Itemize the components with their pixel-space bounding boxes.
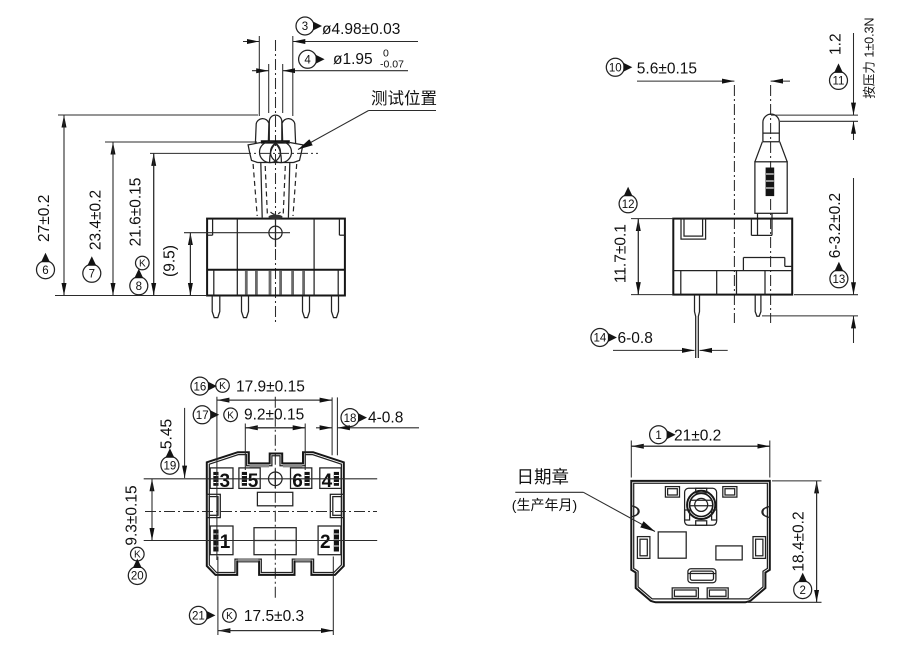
- svg-text:23.4±0.2: 23.4±0.2: [88, 190, 105, 250]
- svg-text:2: 2: [320, 532, 331, 553]
- svg-text:21.6±0.15: 21.6±0.15: [128, 178, 145, 247]
- svg-text:5.45: 5.45: [159, 419, 176, 449]
- svg-text:0: 0: [383, 48, 389, 60]
- svg-text:4-0.8: 4-0.8: [368, 410, 403, 427]
- svg-text:6: 6: [292, 471, 303, 492]
- svg-text:6-0.8: 6-0.8: [618, 330, 653, 347]
- svg-text:K: K: [227, 410, 234, 421]
- svg-text:1.2: 1.2: [828, 33, 845, 55]
- svg-text:8: 8: [136, 281, 142, 293]
- svg-text:3: 3: [220, 471, 231, 492]
- svg-text:-0.07: -0.07: [380, 59, 404, 71]
- svg-text:4: 4: [304, 55, 311, 67]
- svg-text:日期章: 日期章: [517, 467, 570, 487]
- svg-text:4: 4: [322, 471, 333, 492]
- svg-text:9.3±0.15: 9.3±0.15: [124, 485, 141, 545]
- svg-text:5: 5: [248, 471, 259, 492]
- svg-text:19: 19: [164, 460, 177, 472]
- svg-text:ø4.98±0.03: ø4.98±0.03: [322, 21, 400, 38]
- svg-text:20: 20: [131, 571, 144, 583]
- svg-text:27±0.2: 27±0.2: [36, 195, 53, 242]
- svg-text:6-3.2±0.2: 6-3.2±0.2: [827, 193, 844, 258]
- svg-text:14: 14: [594, 333, 607, 345]
- svg-text:17: 17: [196, 410, 209, 422]
- svg-text:6: 6: [42, 265, 48, 277]
- svg-text:(生产年月): (生产年月): [512, 497, 577, 513]
- svg-text:K: K: [134, 550, 141, 561]
- svg-text:K: K: [139, 259, 146, 270]
- svg-text:10: 10: [609, 63, 622, 75]
- svg-text:(9.5): (9.5): [161, 245, 178, 277]
- svg-text:17.9±0.15: 17.9±0.15: [236, 379, 305, 396]
- svg-text:21: 21: [192, 611, 205, 623]
- svg-text:K: K: [226, 611, 233, 622]
- svg-text:1: 1: [655, 430, 661, 442]
- svg-text:12: 12: [622, 199, 635, 211]
- svg-text:17.5±0.3: 17.5±0.3: [244, 608, 304, 625]
- svg-text:11.7±0.1: 11.7±0.1: [613, 224, 630, 283]
- svg-text:5.6±0.15: 5.6±0.15: [637, 61, 697, 78]
- svg-text:11: 11: [833, 76, 845, 88]
- svg-text:16: 16: [194, 381, 207, 393]
- svg-text:18.4±0.2: 18.4±0.2: [790, 511, 807, 571]
- svg-text:18: 18: [344, 413, 357, 425]
- svg-text:K: K: [219, 381, 226, 392]
- svg-text:1: 1: [220, 532, 231, 553]
- svg-text:ø1.95: ø1.95: [333, 51, 373, 68]
- svg-text:9.2±0.15: 9.2±0.15: [244, 407, 304, 424]
- svg-text:2: 2: [799, 585, 805, 597]
- svg-text:测试位置: 测试位置: [371, 89, 437, 108]
- svg-text:13: 13: [833, 274, 846, 286]
- svg-text:7: 7: [89, 269, 95, 281]
- svg-text:21±0.2: 21±0.2: [674, 428, 721, 445]
- svg-text:3: 3: [302, 21, 308, 33]
- svg-text:按压力 1±0.3N: 按压力 1±0.3N: [862, 17, 876, 98]
